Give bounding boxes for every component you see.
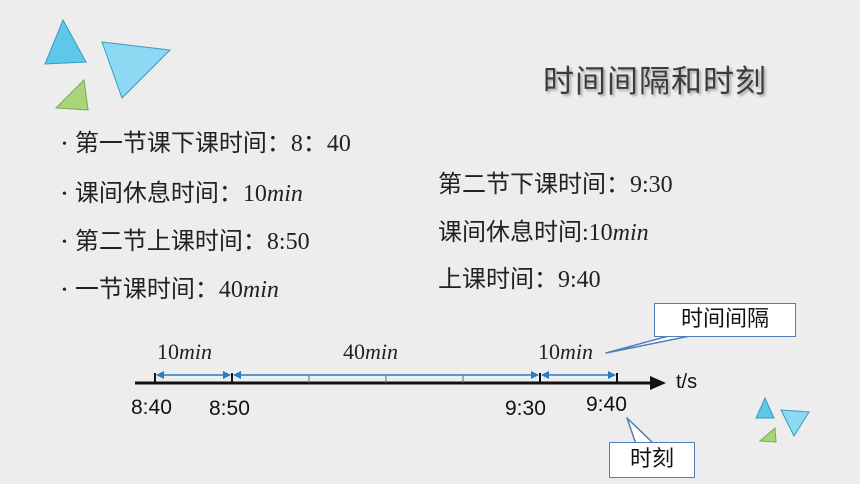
list-item: 课间休息时间:10min <box>438 220 649 246</box>
triangle-shape <box>755 396 775 419</box>
page-title: 时间间隔和时刻 <box>543 64 767 100</box>
moment-callout: 时刻 <box>609 442 695 478</box>
list-item: 上课时间：9:40 <box>438 267 601 293</box>
interval-callout: 时间间隔 <box>654 303 796 337</box>
triangle-shape <box>54 78 89 111</box>
tick-label: 8:50 <box>209 397 250 420</box>
list-item: •第二节上课时间：8:50 <box>62 229 310 255</box>
tick-label: 9:40 <box>586 393 627 416</box>
callout-pointer <box>626 417 655 445</box>
list-item: 第二节下课时间：9:30 <box>438 172 673 198</box>
tick-label: 8:40 <box>131 396 172 419</box>
segment-label: 10min <box>538 339 593 364</box>
list-item: •课间休息时间：10min <box>62 181 303 207</box>
triangle-shape <box>44 18 87 65</box>
tick-label: 9:30 <box>505 397 546 420</box>
axis-label: t/s <box>676 371 698 393</box>
list-item: •一节课时间：40min <box>62 277 279 303</box>
bullet-icon: • <box>62 283 67 299</box>
bullet-icon: • <box>62 235 67 251</box>
axis-arrowhead-icon <box>650 376 666 390</box>
bullet-icon: • <box>62 187 67 203</box>
triangle-shape <box>101 41 172 99</box>
bullet-icon: • <box>62 137 67 153</box>
list-item: •第一节课下课时间：8：40 <box>62 131 351 157</box>
triangle-shape <box>780 409 810 438</box>
triangle-shape <box>758 426 777 443</box>
segment-label: 40min <box>343 339 398 364</box>
segment-label: 10min <box>157 339 212 364</box>
